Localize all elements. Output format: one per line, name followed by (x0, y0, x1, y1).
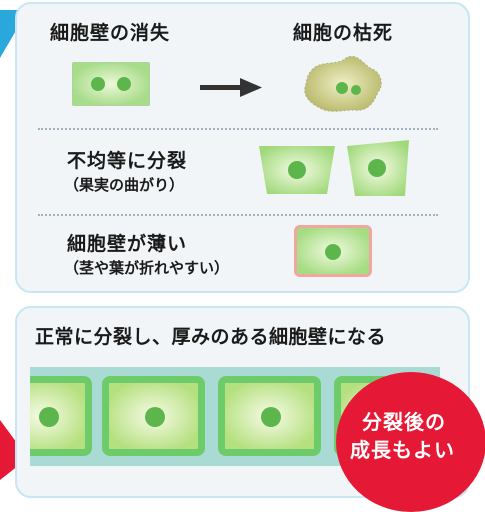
nucleus (325, 244, 341, 260)
healthy-cell (218, 376, 321, 456)
label-cell-wall-loss: 細胞壁の消失 (50, 22, 171, 44)
arrow-right-icon (200, 78, 262, 97)
nucleus (39, 407, 59, 427)
note-thin-wall: （茎や葉が折れやすい） (64, 259, 230, 277)
uneven-cell-right (347, 140, 409, 196)
divider (38, 214, 438, 216)
label-uneven-division: 不均等に分裂 (67, 150, 188, 172)
healthy-cell (30, 376, 92, 456)
nucleus (91, 77, 105, 91)
divider (38, 128, 438, 130)
badge-line-2: 成長もよい (350, 438, 455, 462)
cell-wall-loss (72, 62, 150, 106)
badge-line-1: 分裂後の (362, 410, 446, 434)
red-arrow-icon (0, 420, 28, 480)
uneven-cell-left (259, 146, 335, 194)
healthy-cell (102, 376, 205, 456)
note-uneven-division: （果実の曲がり） (64, 176, 185, 194)
label-cell-death: 細胞の枯死 (293, 22, 394, 44)
nucleus (261, 407, 281, 427)
nucleus (145, 407, 165, 427)
dead-cell (304, 55, 382, 112)
label-thin-wall: 細胞壁が薄い (67, 233, 188, 255)
thin-wall-cell (294, 225, 372, 277)
growth-badge (336, 372, 485, 512)
nucleus (117, 77, 131, 91)
label-normal-division: 正常に分裂し、厚みのある細胞壁になる (35, 326, 387, 348)
